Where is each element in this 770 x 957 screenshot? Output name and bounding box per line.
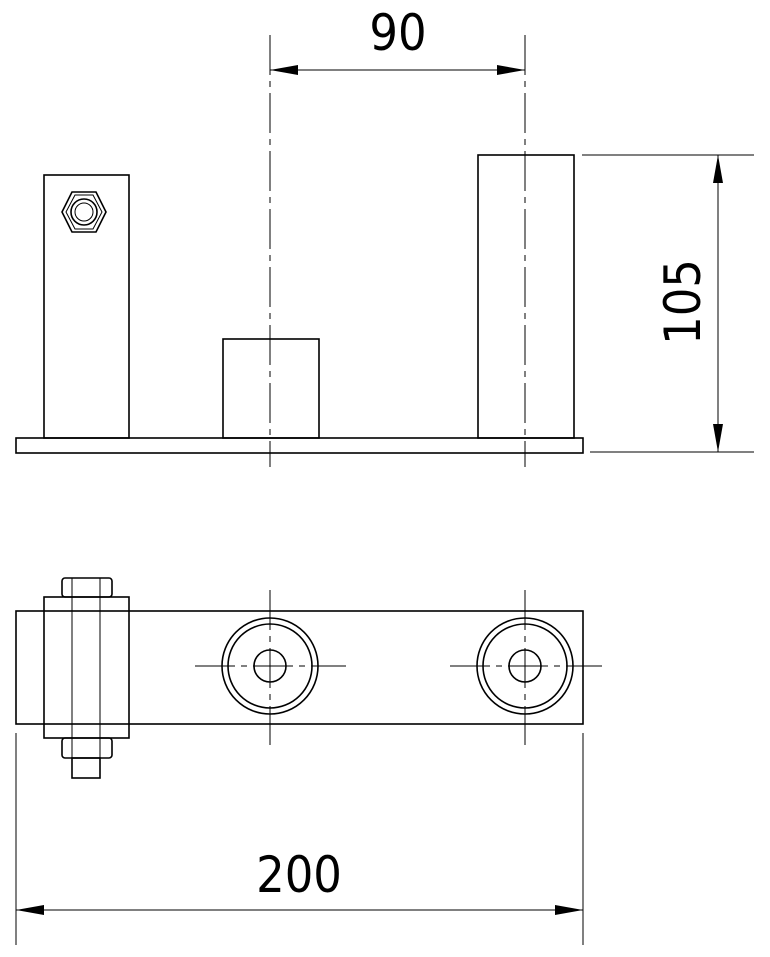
bolt-head-icon <box>61 577 113 598</box>
right-post <box>477 154 575 439</box>
hex-nut-icon <box>61 191 107 233</box>
top-plate <box>15 610 584 725</box>
dimension-200-label: 200 <box>256 846 342 904</box>
front-view <box>15 35 584 467</box>
left-post-top <box>43 596 130 739</box>
dimension-105: 105 <box>582 154 754 453</box>
dimension-90: 90 <box>270 4 525 75</box>
left-post <box>43 174 130 439</box>
dimension-200: 200 <box>15 733 584 945</box>
dimension-90-label: 90 <box>369 4 426 62</box>
top-view <box>15 577 602 779</box>
base-plate <box>15 437 584 454</box>
middle-block <box>222 338 320 439</box>
dimension-105-label: 105 <box>654 259 712 345</box>
nut-side-icon <box>61 737 113 779</box>
